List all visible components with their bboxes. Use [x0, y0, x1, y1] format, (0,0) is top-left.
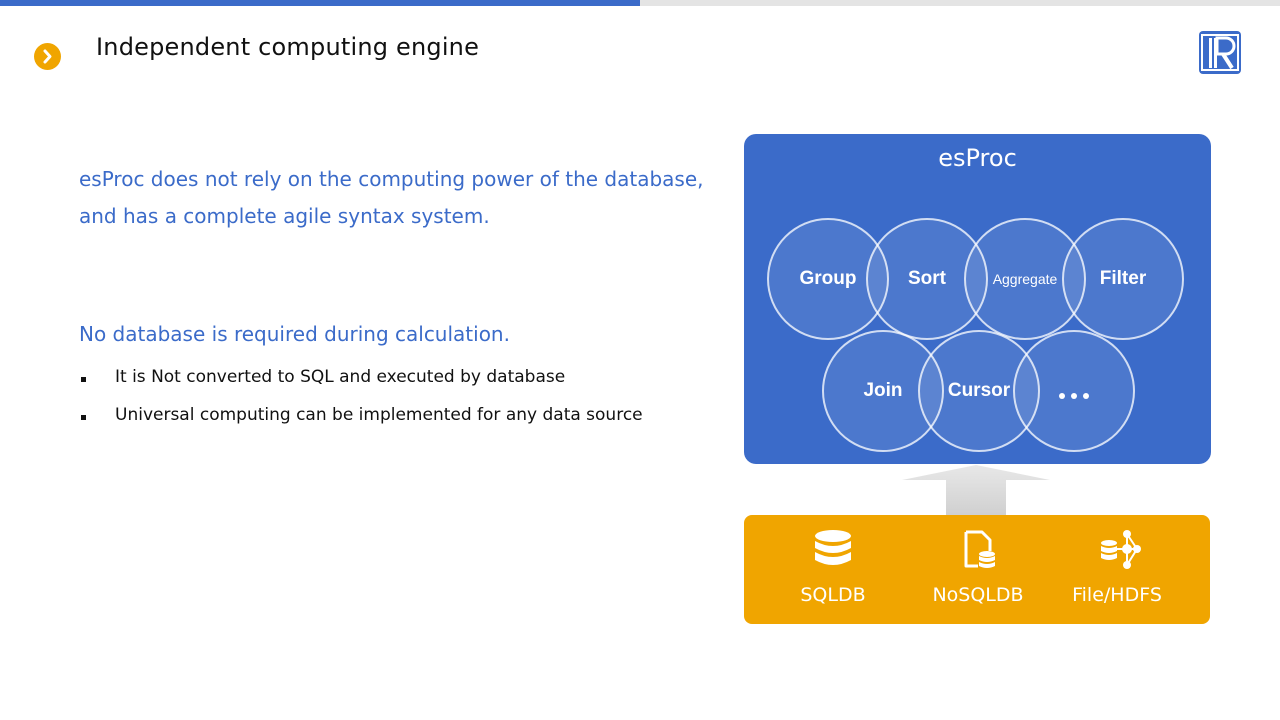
- source-label: SQLDB: [800, 584, 866, 606]
- data-sources-panel: SQLDB NoSQLDB File/HDFS: [744, 515, 1210, 624]
- square-bullet-icon: [81, 415, 86, 420]
- esproc-logo-icon: [1199, 31, 1241, 74]
- chevron-right-icon: [34, 43, 61, 70]
- subheading: No database is required during calculati…: [79, 322, 510, 346]
- operation-cursor: Cursor: [918, 330, 1040, 452]
- slide-title: Independent computing engine: [96, 33, 480, 61]
- source-file-hdfs: File/HDFS: [1037, 515, 1197, 624]
- operation-more: [1013, 330, 1135, 452]
- bullet-list: It is Not converted to SQL and executed …: [79, 364, 643, 440]
- source-label: NoSQLDB: [932, 584, 1024, 606]
- top-progress-bar: [0, 0, 640, 6]
- lead-line-1: esProc does not rely on the computing po…: [79, 167, 704, 191]
- source-nosqldb: NoSQLDB: [898, 515, 1058, 624]
- source-sqldb: SQLDB: [753, 515, 913, 624]
- bullet-text: Universal computing can be implemented f…: [115, 405, 643, 425]
- square-bullet-icon: [81, 377, 86, 382]
- database-icon: [815, 530, 851, 565]
- lead-paragraph: esProc does not rely on the computing po…: [79, 161, 739, 235]
- lead-line-2: and has a complete agile syntax system.: [79, 204, 490, 228]
- document-database-icon: [964, 530, 995, 568]
- list-item: It is Not converted to SQL and executed …: [79, 364, 643, 402]
- operation-filter: Filter: [1062, 218, 1184, 340]
- source-label: File/HDFS: [1072, 584, 1162, 606]
- distributed-network-icon: [1101, 530, 1141, 569]
- esproc-engine-panel: esProc Group Sort Aggregate Filter Join …: [744, 134, 1211, 464]
- bullet-text: It is Not converted to SQL and executed …: [115, 367, 566, 387]
- engine-title: esProc: [938, 144, 1017, 172]
- up-arrow-icon: [902, 465, 1050, 517]
- ellipsis-icon: [1059, 393, 1089, 399]
- list-item: Universal computing can be implemented f…: [79, 402, 643, 440]
- top-progress-bar-track: [640, 0, 1280, 6]
